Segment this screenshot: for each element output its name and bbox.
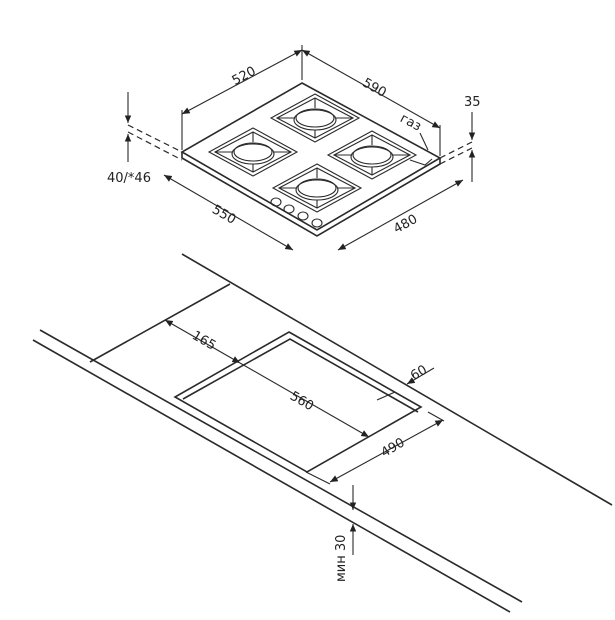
dim-480-label: 480 [391,212,420,237]
countertop-left-line [89,283,231,363]
burner-grates [207,93,418,213]
control-knobs [270,197,323,228]
countertop-back-edge [181,253,613,506]
dim-550-label: 550 [209,202,238,227]
burner-right [326,130,418,180]
countertop-front-edge-top [39,329,523,603]
burner-top [269,93,361,143]
hob-dimensions [124,45,476,251]
gas-connector [409,158,433,166]
countertop-front-edge-bottom [32,339,511,613]
gas-label: газ [397,111,423,134]
dim-560-label: 560 [287,389,316,414]
dim-40-46-label: 40/*46 [107,171,151,186]
gas-leader-line [419,132,429,151]
dim-60-label: 60 [408,363,430,384]
cutout-dimensions [164,319,445,555]
dim-165-label: 165 [189,328,218,353]
min-30-label: мин 30 [334,535,349,582]
countertop-drawing [32,253,613,613]
cutout-inner [182,338,419,413]
burner-bottom [271,163,363,213]
dim-520-label: 520 [230,64,259,89]
hob-front-edge [181,152,441,237]
hob-top-surface [180,82,442,231]
dim-35-label: 35 [464,95,481,110]
burner-left [207,127,299,177]
dim-490-label: 490 [379,435,408,460]
